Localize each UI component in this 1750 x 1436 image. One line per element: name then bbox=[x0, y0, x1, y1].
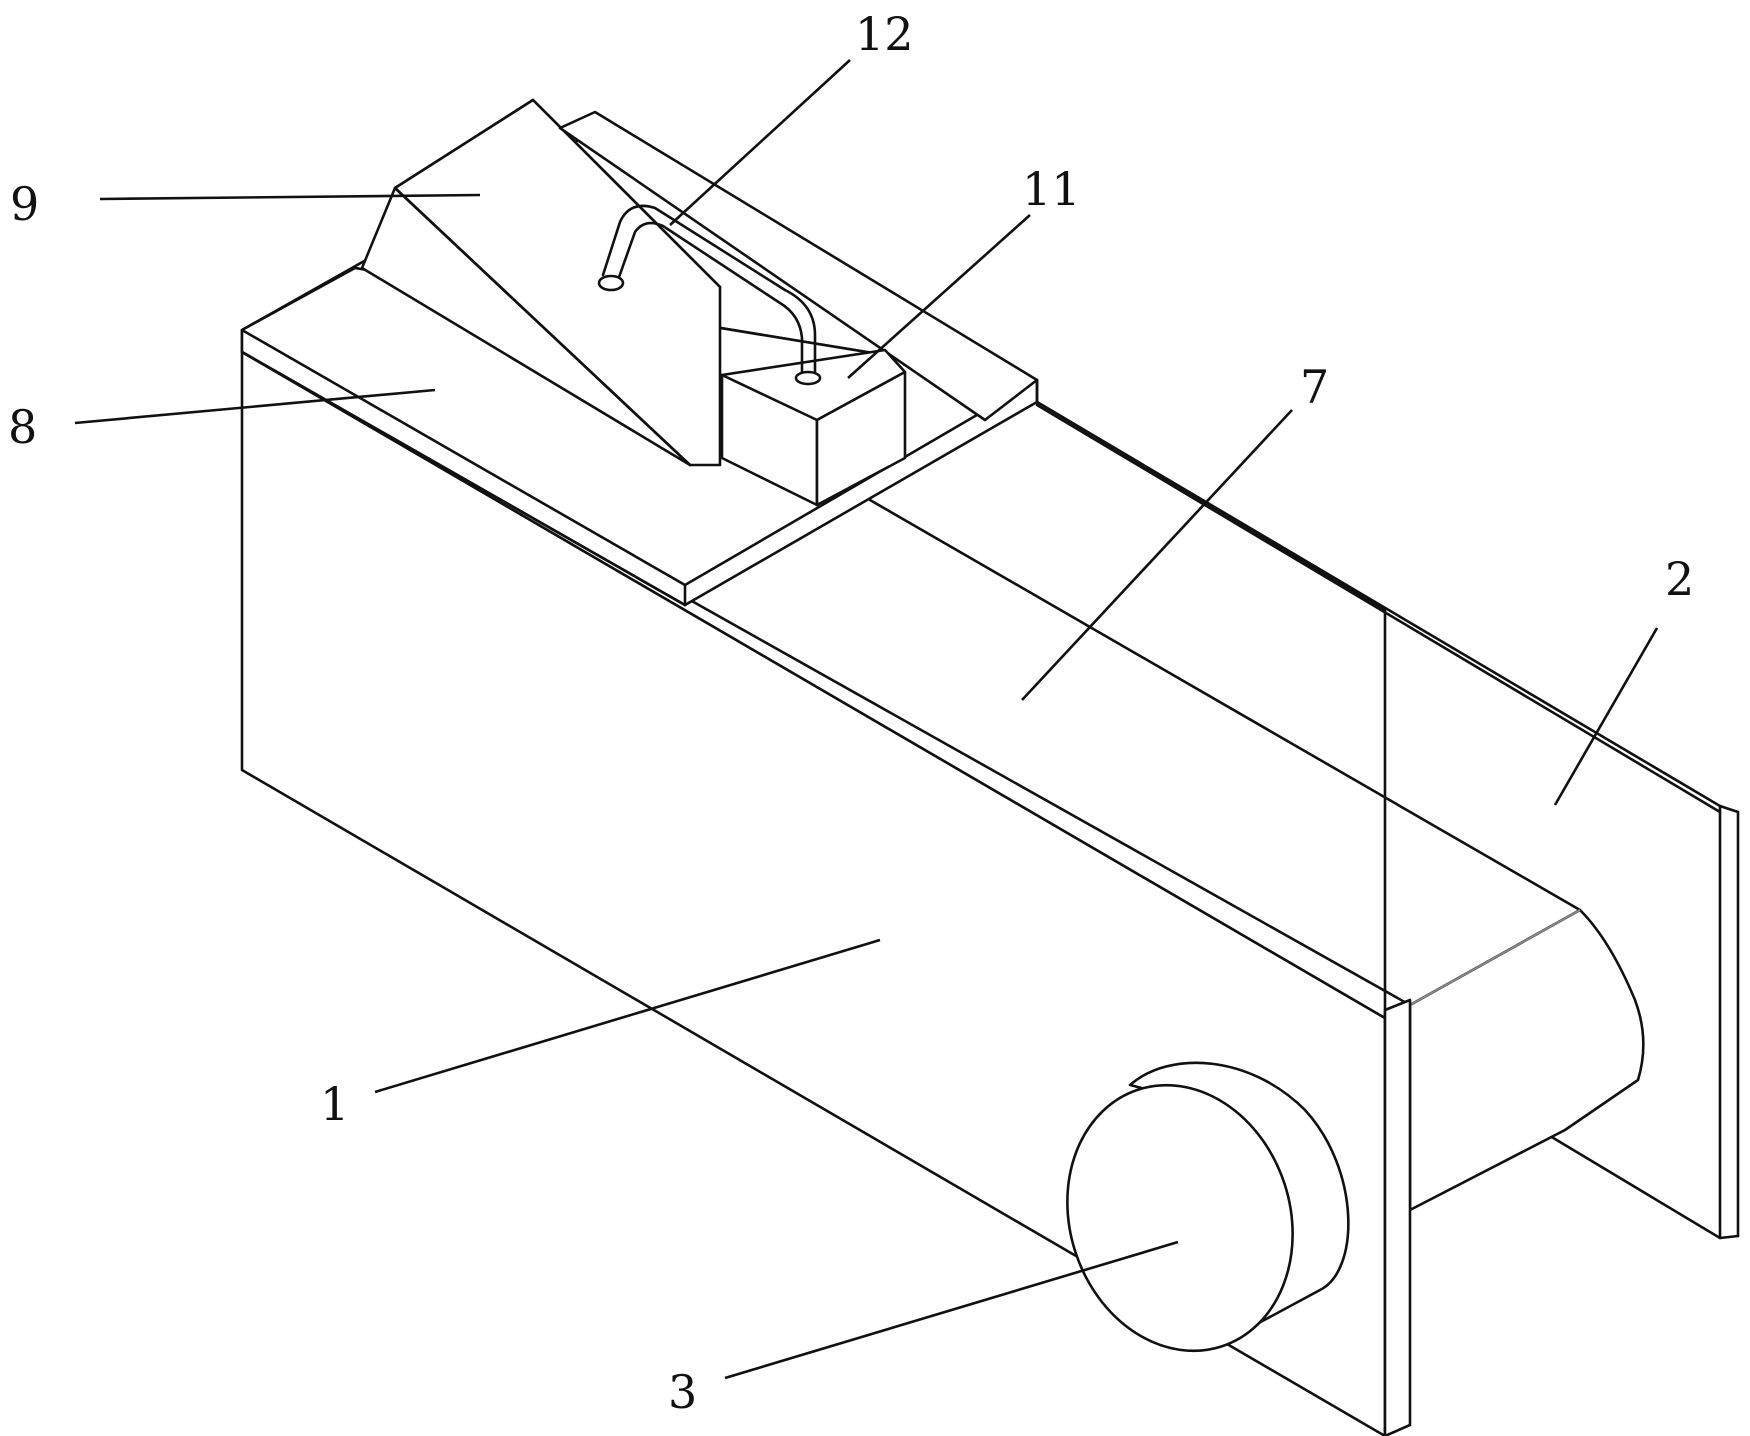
label-1: 1 bbox=[320, 1077, 349, 1131]
pipe bbox=[597, 204, 822, 386]
leader-8 bbox=[74, 388, 436, 425]
label-9: 9 bbox=[10, 177, 39, 231]
leader-lines bbox=[74, 59, 1659, 1380]
label-3: 3 bbox=[668, 1365, 697, 1419]
reference-labels: 12 11 9 8 7 2 1 3 bbox=[8, 7, 1694, 1419]
label-12: 12 bbox=[855, 7, 914, 61]
leader-1 bbox=[374, 938, 881, 1094]
leader-7 bbox=[1021, 409, 1293, 701]
leader-2 bbox=[1553, 627, 1659, 806]
label-11: 11 bbox=[1022, 162, 1081, 216]
hopper bbox=[360, 98, 1039, 467]
label-8: 8 bbox=[8, 400, 37, 454]
label-7: 7 bbox=[1300, 360, 1329, 414]
conveyor-belt bbox=[688, 403, 1722, 1212]
front-plate bbox=[1383, 998, 1412, 1436]
leader-12 bbox=[669, 59, 851, 226]
leader-3 bbox=[724, 1240, 1179, 1380]
leader-9 bbox=[99, 193, 481, 201]
leader-11 bbox=[847, 214, 1031, 379]
drive-motor bbox=[1066, 1061, 1350, 1353]
label-2: 2 bbox=[1665, 552, 1694, 606]
